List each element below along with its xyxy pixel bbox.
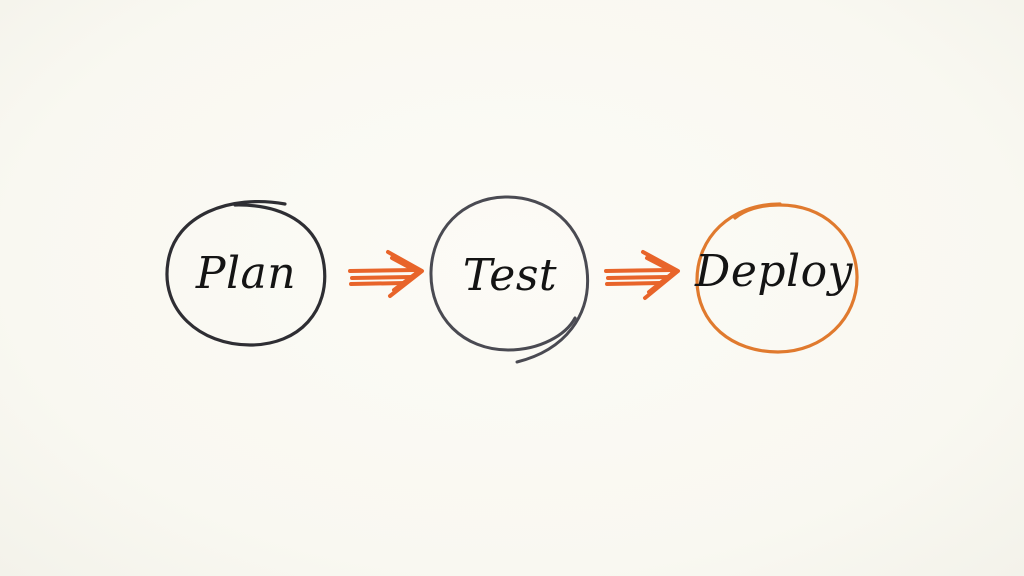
node-test: Test [429, 195, 590, 364]
node-deploy-circle [695, 202, 859, 354]
arrow-plan-to-test [348, 250, 424, 298]
arrow-2-head [641, 250, 680, 300]
node-plan-label: Plan [195, 248, 296, 299]
node-plan: Plan [165, 199, 327, 347]
arrow-2-shaft [604, 268, 674, 286]
node-deploy: Deploy [694, 202, 859, 354]
arrow-test-to-deploy [604, 250, 680, 300]
node-plan-circle [165, 199, 327, 347]
node-test-label: Test [463, 250, 557, 301]
arrow-1-shaft [348, 268, 417, 286]
arrow-1-head [386, 250, 424, 298]
node-deploy-label: Deploy [694, 246, 854, 297]
node-test-circle [429, 195, 590, 364]
